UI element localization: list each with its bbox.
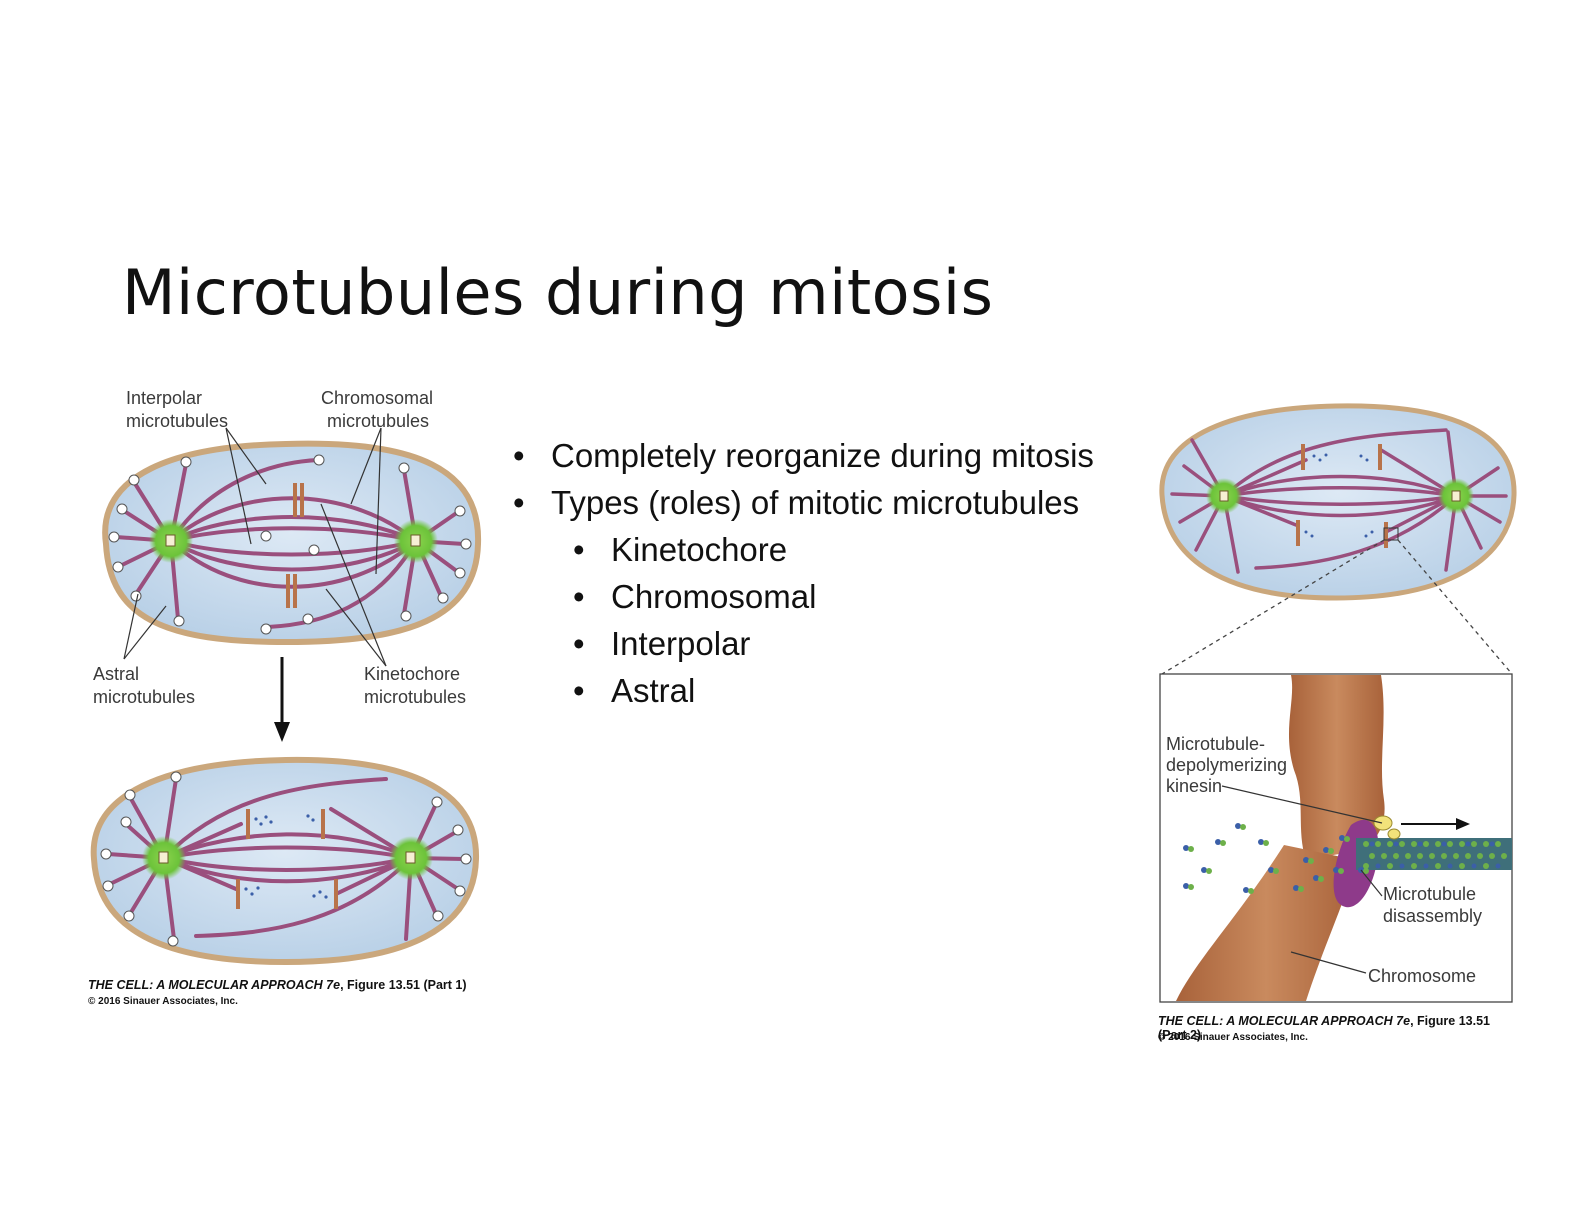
label-kinetochore-2: microtubules <box>364 687 466 707</box>
label-disassembly-2: disassembly <box>1383 906 1482 926</box>
label-chromosomal: Chromosomal <box>321 388 433 408</box>
figure-copyright: © 2016 Sinauer Associates, Inc. <box>88 996 238 1007</box>
credit-rest: , Figure 13.51 (Part 2) <box>1158 1014 1490 1042</box>
bullet-text: Interpolar <box>611 625 751 662</box>
label-kinetochore: Kinetochore <box>364 664 460 684</box>
bullet-text: Astral <box>611 672 696 709</box>
label-interpolar: Interpolar <box>126 388 202 408</box>
label-kinesin-3: kinesin <box>1166 776 1222 796</box>
bullet-glyph: • <box>573 578 585 615</box>
zoom-box <box>1383 527 1399 541</box>
microtubule-rod <box>1356 838 1512 870</box>
figure-credit: THE CELL: A MOLECULAR APPROACH 7e, Figur… <box>1158 1014 1521 1042</box>
bullet-text: Types (roles) of mitotic microtubules <box>551 484 1080 521</box>
bullet-text: Completely reorganize during mitosis <box>551 437 1094 474</box>
spindle-diagram: Interpolar microtubules Chromosomal micr… <box>90 388 482 966</box>
bullet-glyph: • <box>513 484 525 521</box>
figure-credit: THE CELL: A MOLECULAR APPROACH 7e, Figur… <box>88 978 467 992</box>
credit-rest: , Figure 13.51 (Part 1) <box>340 978 467 992</box>
bullet-item: • Types (roles) of mitotic microtubules <box>513 479 1094 526</box>
cell-anaphase-small <box>1159 403 1517 601</box>
sub-bullet-item: • Astral <box>573 667 1094 714</box>
down-arrow-icon <box>274 657 290 742</box>
label-disassembly: Microtubule <box>1383 884 1476 904</box>
bullet-text: Kinetochore <box>611 531 788 568</box>
sub-bullet-item: • Chromosomal <box>573 573 1094 620</box>
sub-bullet-item: • Kinetochore <box>573 526 1094 573</box>
bullet-glyph: • <box>573 625 585 662</box>
cell-anaphase <box>90 756 480 966</box>
bullet-glyph: • <box>573 531 585 568</box>
label-chromosomal-2: microtubules <box>327 411 429 431</box>
figure-mitotic-spindle: Interpolar microtubules Chromosomal micr… <box>86 384 486 1007</box>
zoom-panel: Microtubule- depolymerizing kinesin Micr… <box>1159 673 1513 1003</box>
credit-italic: THE CELL: A MOLECULAR APPROACH 7e <box>1158 1014 1411 1028</box>
label-kinesin-2: depolymerizing <box>1166 755 1287 775</box>
bullet-list: • Completely reorganize during mitosis • T… <box>513 432 1094 714</box>
kinesin-diagram: Microtubule- depolymerizing kinesin Micr… <box>1159 403 1517 1003</box>
bullet-glyph: • <box>573 672 585 709</box>
slide-title: Microtubules during mitosis <box>122 256 994 329</box>
sub-bullet-item: • Interpolar <box>573 620 1094 667</box>
label-kinesin: Microtubule- <box>1166 734 1265 754</box>
label-chromosome: Chromosome <box>1368 966 1476 986</box>
bullet-glyph: • <box>513 437 525 474</box>
cell-metaphase <box>102 427 482 667</box>
credit-italic: THE CELL: A MOLECULAR APPROACH 7e <box>88 978 341 992</box>
bullet-item: • Completely reorganize during mitosis <box>513 432 1094 479</box>
right-arrow-icon <box>1401 818 1470 830</box>
label-astral: Astral <box>93 664 139 684</box>
label-astral-2: microtubules <box>93 687 195 707</box>
figure-kinesin-depolymerization: Microtubule- depolymerizing kinesin Micr… <box>1156 400 1521 1043</box>
figure-copyright: © 2016 Sinauer Associates, Inc. <box>1158 1032 1308 1043</box>
label-interpolar-2: microtubules <box>126 411 228 431</box>
bullet-text: Chromosomal <box>611 578 817 615</box>
